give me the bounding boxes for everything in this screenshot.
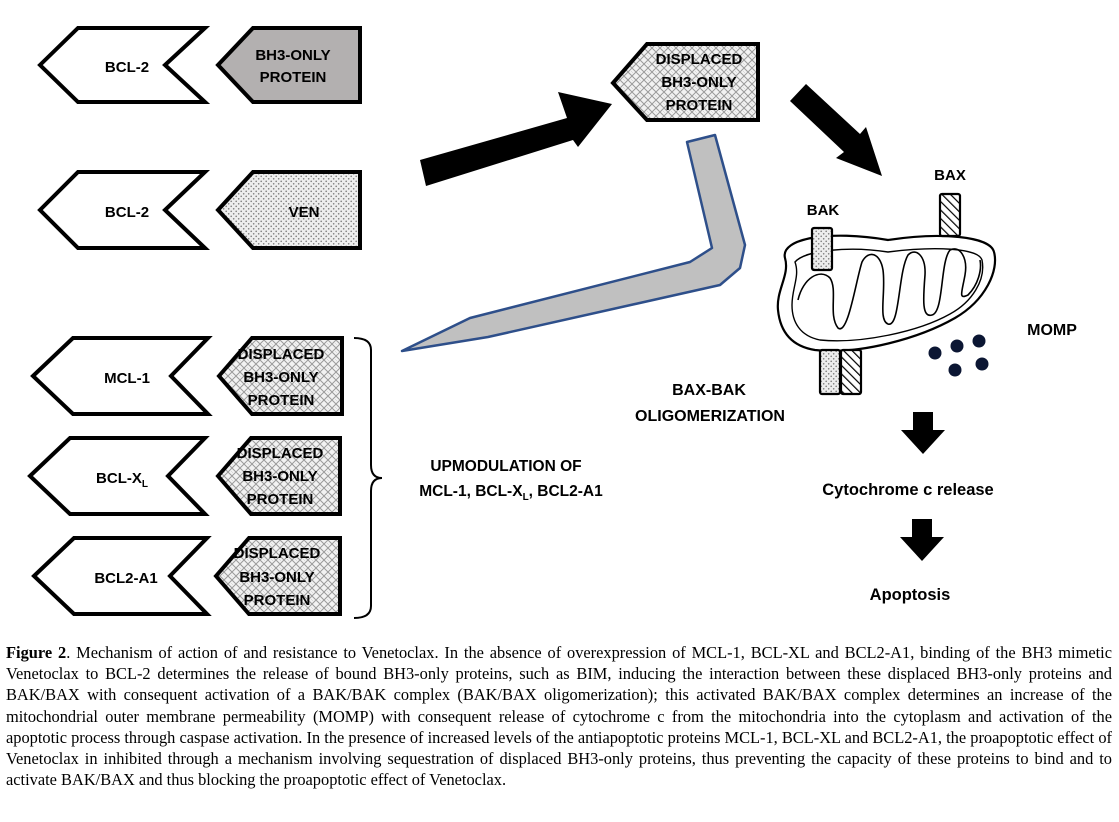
grey-sequestration-arrow (400, 133, 747, 353)
caption-label: Figure 2 (6, 643, 67, 662)
bclxl-shape (27, 436, 210, 516)
displaced-line3: PROTEIN (248, 392, 315, 409)
displaced-bh3-shape (213, 536, 342, 616)
bax-channel-bottom (839, 348, 863, 396)
mitochondrion-inner (791, 248, 984, 342)
displaced-bh3-shape (215, 436, 342, 516)
bh3-only-protein-shape (215, 26, 362, 104)
upmodulation-line2: MCL-1, BCL-XL, BCL2-A1 (419, 483, 603, 503)
oligo-line2: OLIGOMERIZATION (635, 408, 785, 425)
cytochrome-c-dot (950, 339, 964, 353)
displaced-line3: PROTEIN (247, 491, 314, 508)
pair-bclxl: BCL-XL DISPLACED BH3-ONLY PROTEIN (27, 436, 342, 516)
mcl1-label: MCL-1 (104, 370, 150, 387)
down-arrow-1 (901, 412, 945, 454)
cytochrome-c-dot (948, 363, 962, 377)
pair-bcl2a1: BCL2-A1 DISPLACED BH3-ONLY PROTEIN (31, 536, 342, 616)
pair-bcl2-ven: BCL-2 VEN (37, 170, 362, 250)
down-arrow-2 (900, 519, 944, 561)
displaced-line1: DISPLACED (237, 445, 324, 462)
cytochrome-release-label: Cytochrome c release (822, 481, 994, 499)
mitochondrion (776, 234, 997, 352)
caption-text: . Mechanism of action of and resistance … (6, 643, 1112, 790)
displaced-line3: PROTEIN (666, 97, 733, 114)
momp-label: MOMP (1027, 322, 1077, 339)
diagram-svg: BCL-2 BH3-ONLY PROTEIN BCL-2 VEN MCL-1 D… (27, 26, 1077, 619)
figure-caption: Figure 2. Mechanism of action of and res… (6, 642, 1112, 790)
bax-channel-top (938, 192, 962, 238)
displaced-line2: BH3-ONLY (242, 468, 317, 485)
bclxl-label: BCL-XL (96, 470, 148, 490)
displaced-line1: DISPLACED (656, 51, 743, 68)
cytochrome-c-dot (975, 357, 989, 371)
displaced-bh3-top: DISPLACED BH3-ONLY PROTEIN (610, 42, 760, 122)
venetoclax-shape (215, 170, 362, 250)
displaced-line2: BH3-ONLY (661, 74, 736, 91)
bcl2a1-shape (31, 536, 212, 616)
displaced-bh3-shape (216, 336, 344, 416)
bcl2-shape (37, 170, 211, 250)
displaced-line1: DISPLACED (238, 346, 325, 363)
ven-label: VEN (289, 204, 320, 221)
bak-channel-bottom (818, 348, 842, 396)
displaced-line2: BH3-ONLY (239, 569, 314, 586)
bcl2-label: BCL-2 (105, 204, 149, 221)
apoptosis-label: Apoptosis (870, 586, 951, 604)
cytochrome-c-dot (928, 346, 942, 360)
pair-bcl2-bh3: BCL-2 BH3-ONLY PROTEIN (37, 26, 362, 104)
mitochondrion-cristae (797, 248, 982, 330)
bracket (353, 337, 383, 619)
black-arrow-to-displaced (420, 92, 612, 186)
bak-label: BAK (807, 202, 840, 219)
cytochrome-c-dot (972, 334, 986, 348)
displaced-line1: DISPLACED (234, 545, 321, 562)
oligo-line1: BAX-BAK (672, 382, 746, 399)
bcl2-label: BCL-2 (105, 59, 149, 76)
bcl2a1-label: BCL2-A1 (94, 570, 157, 587)
displaced-bh3-shape (610, 42, 760, 122)
bh3-line1: BH3-ONLY (255, 47, 330, 64)
pair-mcl1: MCL-1 DISPLACED BH3-ONLY PROTEIN (30, 336, 344, 416)
mcl1-shape (30, 336, 213, 416)
upmodulation-line1: UPMODULATION OF (430, 458, 581, 475)
black-arrow-to-mitochondria (790, 84, 882, 176)
bcl2-shape (37, 26, 211, 104)
bh3-line2: PROTEIN (260, 69, 327, 86)
bak-channel-top (810, 226, 834, 272)
bax-label: BAX (934, 167, 966, 184)
displaced-line2: BH3-ONLY (243, 369, 318, 386)
displaced-line3: PROTEIN (244, 592, 311, 609)
